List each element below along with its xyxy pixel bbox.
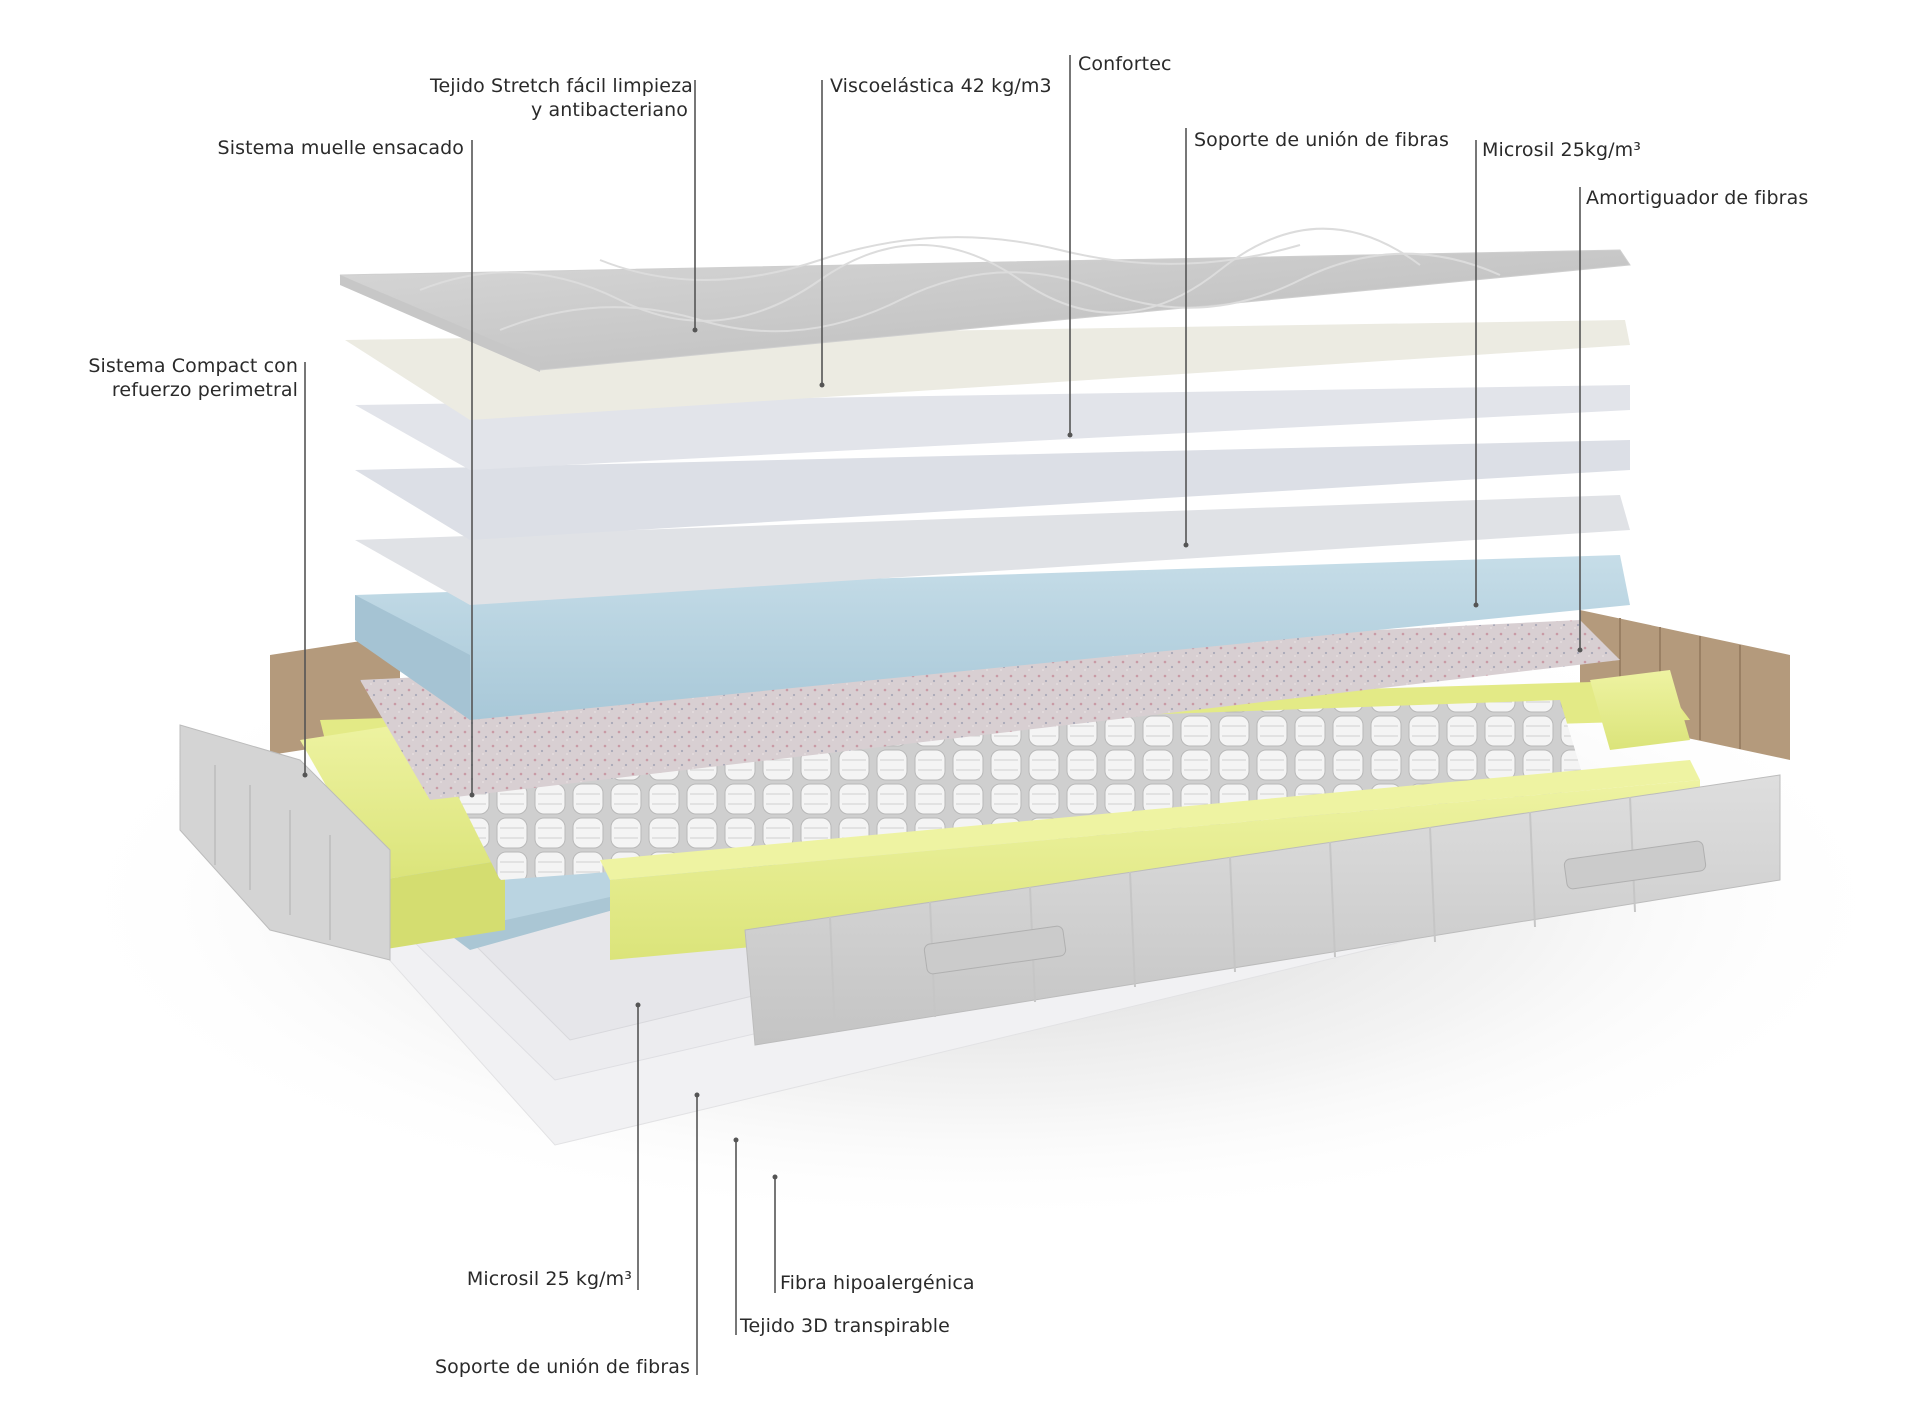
side-panel-front <box>744 774 1781 1046</box>
label-sistema-compact: Sistema Compact con refuerzo perimetral <box>88 355 298 401</box>
foam-frame-right <box>1590 670 1690 750</box>
label-tejido-stretch: Tejido Stretch fácil limpieza y antibact… <box>430 75 693 121</box>
label-tejido-3d: Tejido 3D transpirable <box>740 1315 950 1337</box>
label-fibra-hipo: Fibra hipoalergénica <box>780 1272 975 1294</box>
layer-foam-3 <box>355 440 1630 540</box>
handle-right <box>1563 840 1707 890</box>
label-soporte-bottom: Soporte de unión de fibras <box>435 1356 690 1378</box>
label-viscoelastica: Viscoelástica 42 kg/m3 <box>830 75 1052 97</box>
label-confortec: Confortec <box>1078 53 1172 75</box>
label-sistema-muelle: Sistema muelle ensacado <box>217 137 464 159</box>
layer-microsil-top <box>355 555 1630 720</box>
label-microsil-bottom: Microsil 25 kg/m³ <box>466 1268 632 1290</box>
handle-left <box>923 925 1067 975</box>
label-soporte-top: Soporte de unión de fibras <box>1194 129 1449 151</box>
foam-frame-front-top <box>600 760 1700 880</box>
foam-frame-left <box>300 720 505 880</box>
side-panel-left <box>179 724 391 961</box>
layer-quilt-top-edge <box>340 275 540 372</box>
quilt-pattern <box>419 227 1501 333</box>
layer-soporte-top <box>355 495 1630 605</box>
leader-lines <box>304 55 1581 1375</box>
foam-frame-left-face <box>380 860 505 950</box>
label-microsil-top: Microsil 25kg/m³ <box>1482 139 1641 161</box>
label-amortiguador: Amortiguador de fibras <box>1586 187 1809 209</box>
layer-microsil-top-face <box>355 595 470 720</box>
